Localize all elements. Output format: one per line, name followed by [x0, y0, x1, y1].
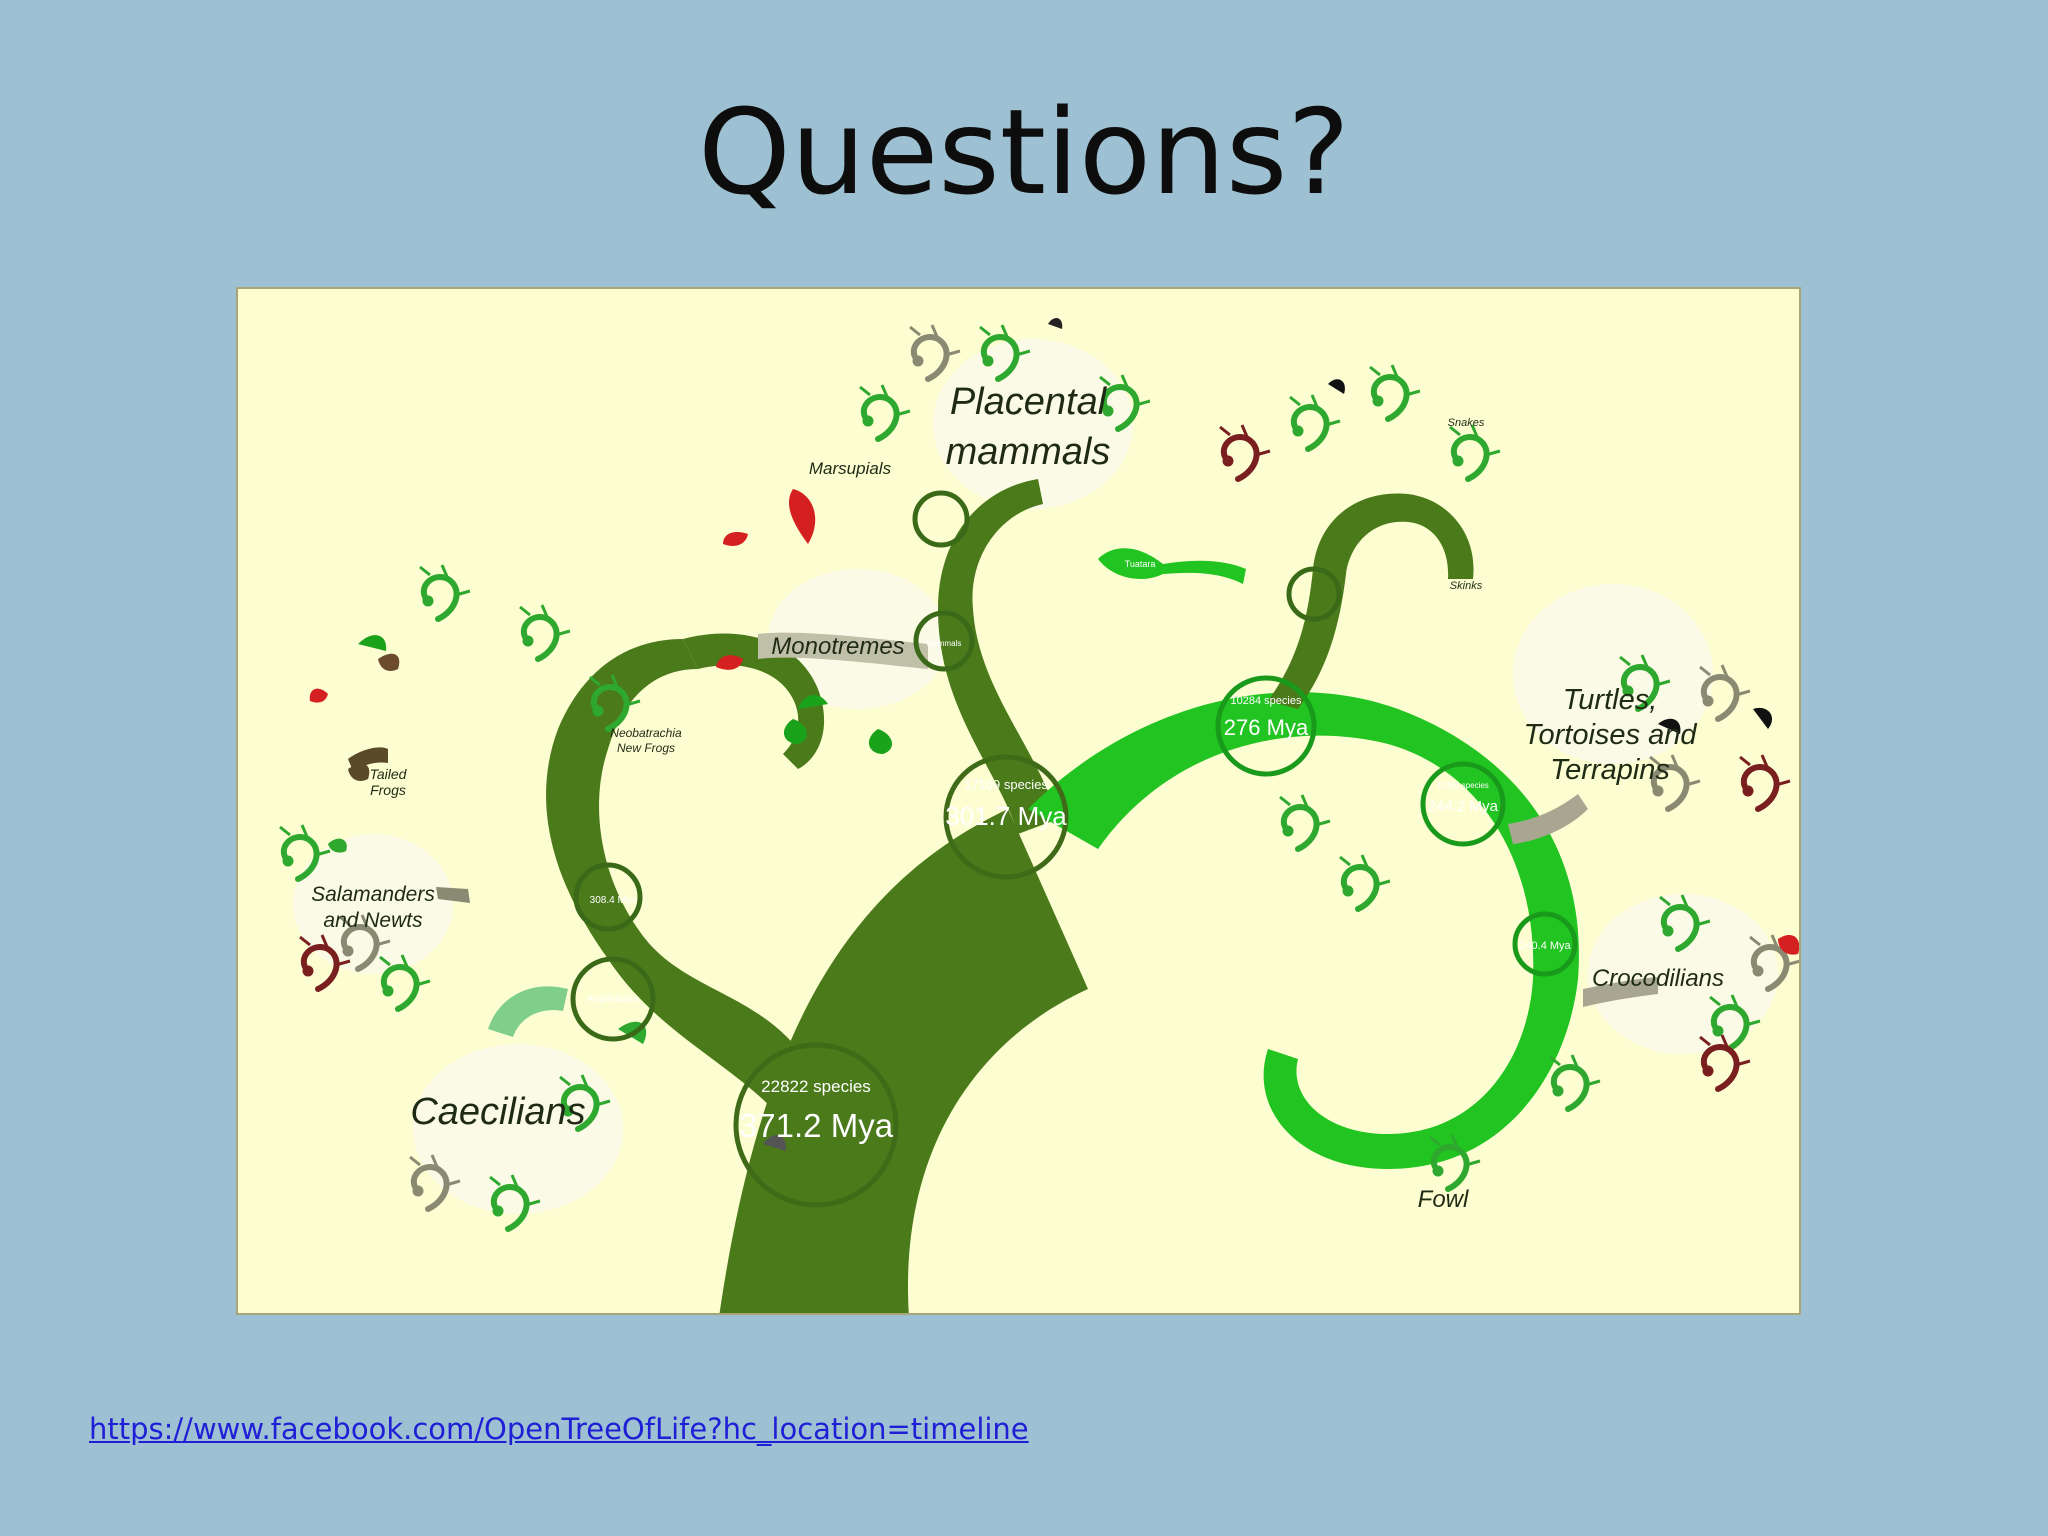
- reptile-branch: [1028, 692, 1579, 1169]
- salamander-node-age: 308.4 Mya: [590, 895, 637, 906]
- mammal-branch: [938, 479, 1058, 834]
- snakes-label: Snakes: [1448, 417, 1485, 429]
- turtles-label-line1: Turtles,: [1563, 684, 1658, 716]
- amphibian-branch: [546, 639, 813, 1159]
- tree-of-life-figure: 22822 species 371.2 Mya 17109 species 30…: [236, 287, 1801, 1315]
- neobatrachia-label-line1: Neobatrachia: [610, 726, 682, 740]
- skinks-label: Skinks: [1450, 580, 1483, 592]
- slide-title: Questions?: [698, 83, 1350, 221]
- croc-stem: [1583, 977, 1658, 1007]
- placental-label-line1: Placental: [950, 381, 1108, 423]
- reptile-node-species: 10284 species: [1231, 695, 1302, 707]
- turtle-stem: [1508, 794, 1588, 844]
- monotreme-stem: [758, 632, 928, 669]
- marsupials-label: Marsupials: [809, 459, 892, 478]
- squamate-branch: [1268, 493, 1474, 709]
- trunk: [719, 809, 1088, 1313]
- tuatara-label: Tuatara: [1125, 559, 1156, 569]
- reptile-node-age: 276 Mya: [1224, 715, 1309, 740]
- crocodilians-label: Crocodilians: [1592, 965, 1724, 992]
- salamanders-label-line2: and Newts: [323, 909, 423, 932]
- placental-label-line2: mammals: [946, 431, 1111, 473]
- salamander-stem: [436, 887, 470, 903]
- caecilian-branch: [488, 986, 568, 1037]
- neobatrachia-label-line2: New Frogs: [617, 741, 675, 755]
- amniote-node-species: 17109 species: [964, 777, 1048, 792]
- fowl-label: Fowl: [1418, 1186, 1469, 1213]
- source-link[interactable]: https://www.facebook.com/OpenTreeOfLife?…: [89, 1412, 1029, 1446]
- amphibian-node-label: Amphibians: [586, 994, 639, 1005]
- tree-diagram: 22822 species 371.2 Mya 17109 species 30…: [238, 317, 1799, 1313]
- archosaur-node-species: 10240 species: [1437, 781, 1489, 790]
- caecilians-label: Caecilians: [410, 1091, 585, 1133]
- tailed-frogs-label-line1: Tailed: [370, 766, 408, 782]
- tree-branches: [348, 479, 1658, 1313]
- amniote-node-age: 301.7 Mya: [945, 801, 1067, 831]
- amphibian-loop: [683, 633, 825, 769]
- mammal-node-label: Mammals: [927, 639, 962, 648]
- archosaur-node-age: 244.2 Mya: [1428, 798, 1499, 815]
- node-circles: [570, 490, 1578, 1208]
- tailed-frogs-label-line2: Frogs: [370, 782, 406, 798]
- root-node-species: 22822 species: [761, 1077, 871, 1096]
- root-node-age: 371.2 Mya: [739, 1107, 894, 1144]
- croc-node-age: 240.4 Mya: [1519, 940, 1571, 952]
- monotremes-label: Monotremes: [771, 633, 904, 660]
- turtles-label-line3: Terrapins: [1550, 754, 1670, 786]
- salamanders-label-line1: Salamanders: [311, 883, 435, 906]
- turtles-label-line2: Tortoises and: [1523, 719, 1697, 751]
- tuatara-leaf: [1098, 548, 1246, 584]
